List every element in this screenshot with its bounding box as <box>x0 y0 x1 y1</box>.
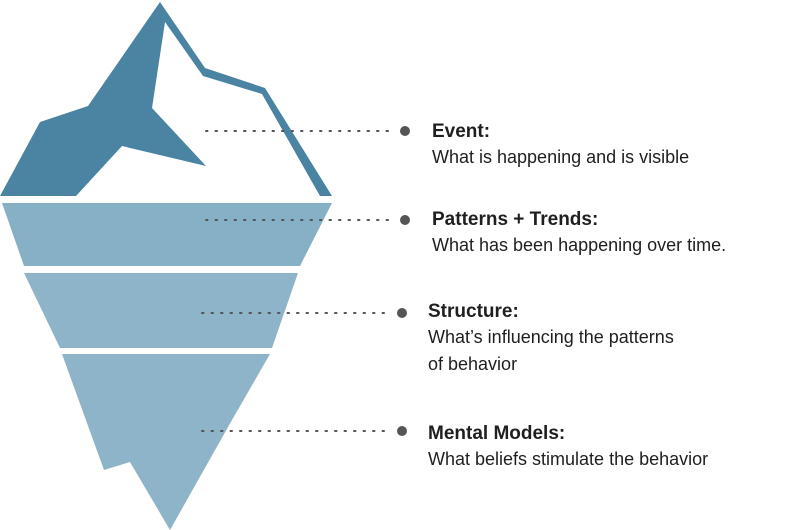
iceberg-band-mental-models <box>62 354 270 530</box>
level-description-line-2: of behavior <box>428 354 518 374</box>
leader-line-structure <box>201 308 407 318</box>
leader-line-event <box>205 126 410 136</box>
level-description: What beliefs stimulate the behavior <box>428 449 709 469</box>
level-mental-models-label: Mental Models: What beliefs stimulate th… <box>428 422 708 473</box>
iceberg-snow-face <box>76 22 320 196</box>
level-title: Patterns + Trends: <box>432 209 599 230</box>
level-patterns-label: Patterns + Trends: What has been happeni… <box>432 208 726 259</box>
level-event-label: Event: What is happening and is visible <box>432 120 689 171</box>
iceberg-band-structure <box>24 273 298 348</box>
level-structure-label: Structure: What’s influencing the patter… <box>428 300 674 378</box>
level-description: What’s influencing the patterns <box>428 327 674 347</box>
leader-dot <box>400 215 410 225</box>
leader-dot <box>397 426 407 436</box>
leader-line-mental-models <box>201 426 407 436</box>
level-title: Mental Models: <box>428 423 566 444</box>
iceberg-band-patterns <box>2 203 332 266</box>
leader-dot <box>397 308 407 318</box>
iceberg-tip <box>0 2 332 196</box>
level-title: Event: <box>432 121 491 142</box>
leader-dot <box>400 126 410 136</box>
level-description: What is happening and is visible <box>432 147 690 167</box>
level-description: What has been happening over time. <box>432 235 727 255</box>
level-title: Structure: <box>428 301 519 322</box>
leader-line-patterns <box>205 215 410 225</box>
